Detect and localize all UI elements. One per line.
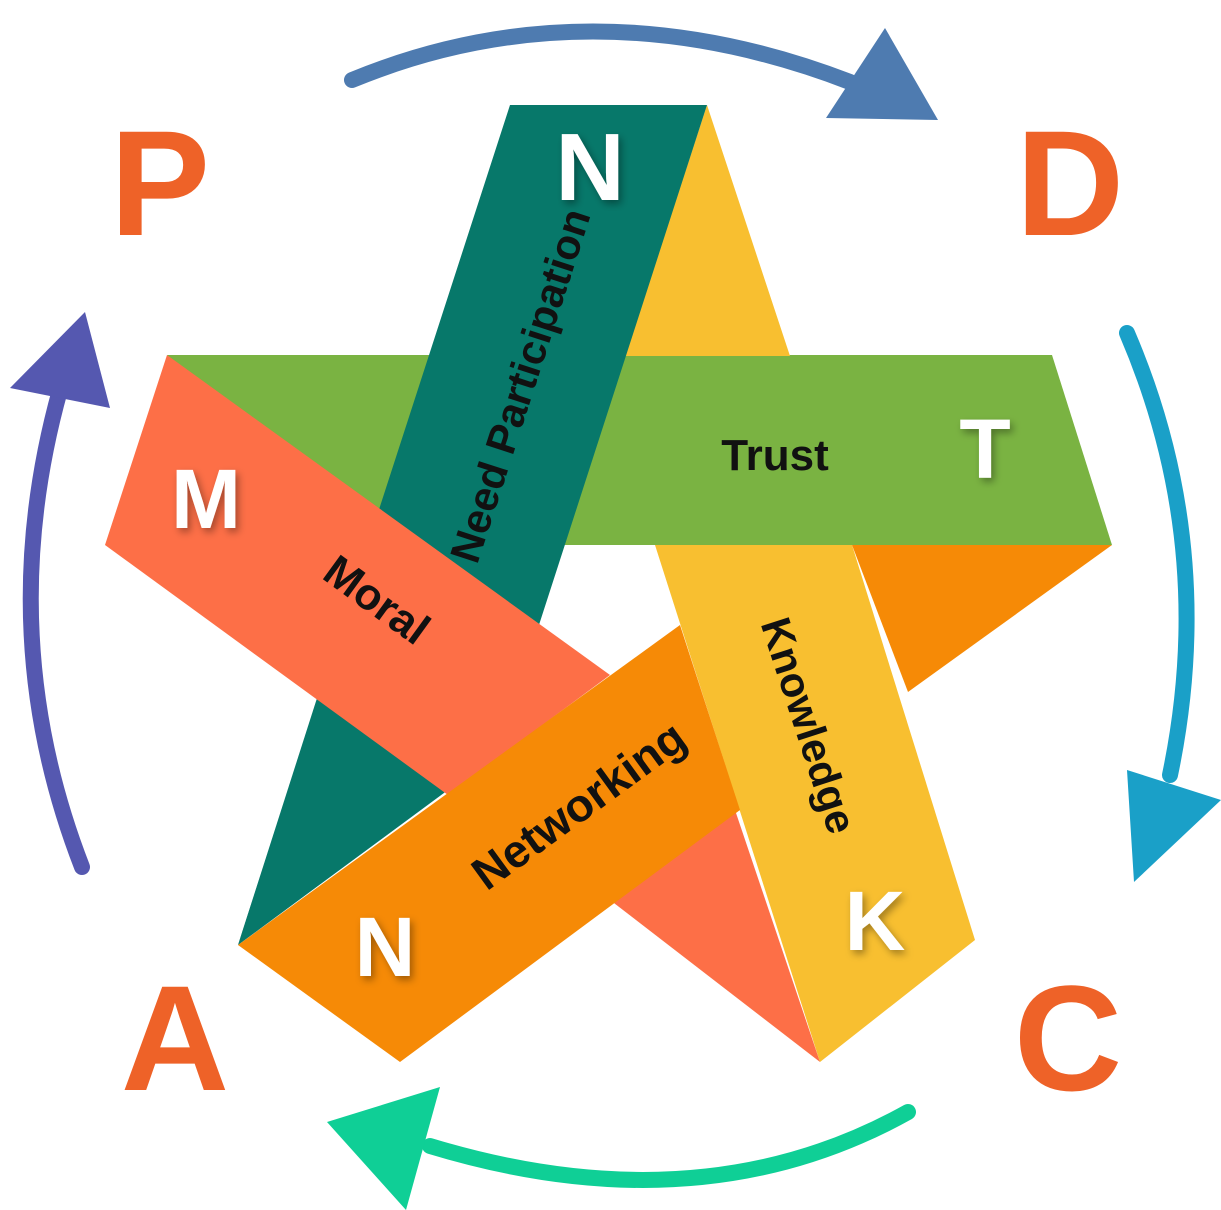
cycle-label-p: P <box>110 99 210 267</box>
band-knowledge-top-fold <box>625 105 790 356</box>
band-networking-right-fold <box>852 545 1112 692</box>
cycle-arrows <box>10 23 1221 1210</box>
moral-initial: M <box>171 452 241 546</box>
band-networking-body <box>238 625 740 1062</box>
arrow-left-head <box>10 312 110 408</box>
cycle-labels: P D C A <box>110 99 1124 1122</box>
band-knowledge <box>625 105 975 1062</box>
networking-initial: N <box>355 900 416 994</box>
cycle-label-d: D <box>1016 99 1124 267</box>
arrow-left-arc <box>22 382 90 875</box>
band-need-participation-lower <box>238 695 448 945</box>
arrow-right-arc <box>1119 325 1195 783</box>
band-moral-body <box>105 355 610 795</box>
arrow-bottom-arc <box>422 1104 916 1188</box>
band-need-participation <box>238 105 707 945</box>
band-knowledge-body <box>655 545 975 1062</box>
arrow-bottom-head <box>327 1087 440 1210</box>
need-participation-initial: N <box>555 114 624 221</box>
star <box>105 105 1112 1062</box>
knowledge-initial: K <box>845 874 906 968</box>
arrow-right-d-to-c <box>1119 325 1221 882</box>
arrow-left-a-to-p <box>10 312 110 875</box>
arrow-top-head <box>826 28 938 120</box>
trust-label: Trust <box>721 431 829 480</box>
arrow-bottom-c-to-a <box>327 1087 916 1210</box>
band-moral <box>105 355 820 1062</box>
band-trust-body <box>570 355 1112 545</box>
arrow-top-p-to-d <box>344 23 938 120</box>
arrow-right-head <box>1127 770 1221 882</box>
band-need-participation-body <box>238 105 707 945</box>
band-initials: N T M N K <box>171 114 1011 994</box>
cycle-label-c: C <box>1014 954 1122 1122</box>
arrow-top-arc <box>344 23 858 90</box>
trust-initial: T <box>959 402 1010 496</box>
band-moral-lower-fold <box>610 810 820 1062</box>
band-networking <box>238 545 1112 1062</box>
cycle-label-a: A <box>121 954 229 1122</box>
